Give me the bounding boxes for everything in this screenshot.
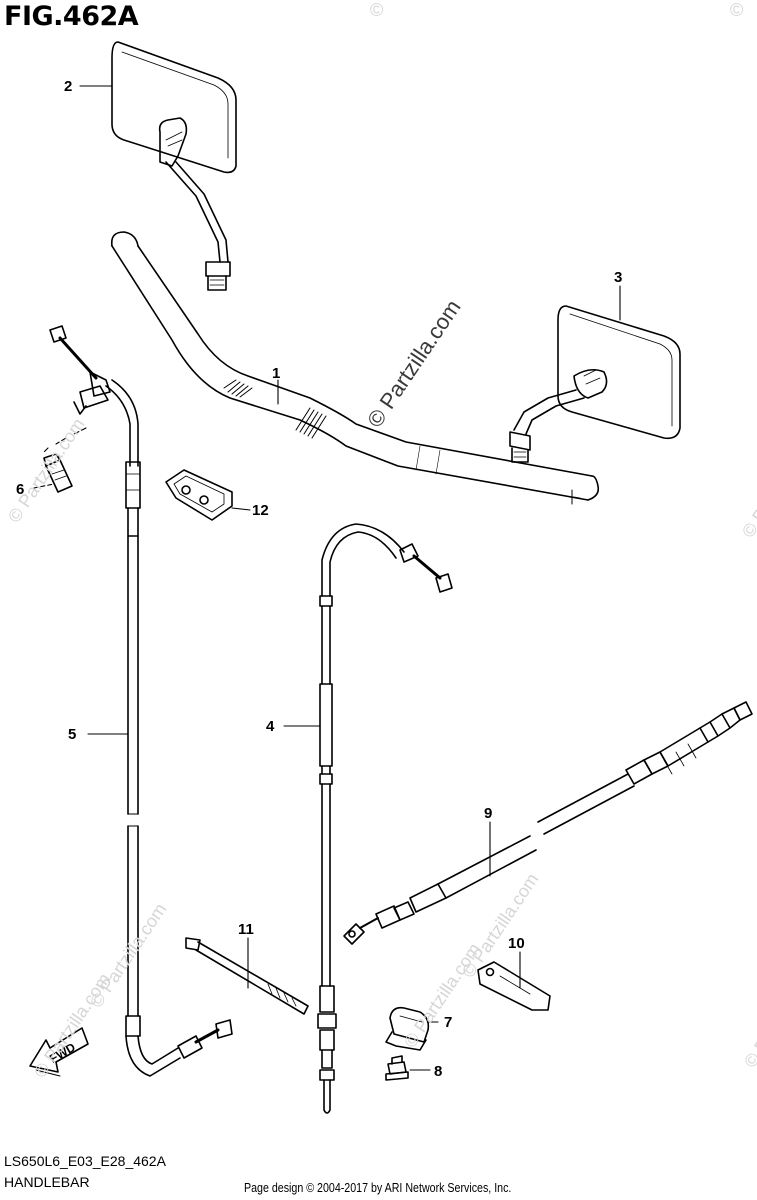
callout-1: 1 xyxy=(272,365,280,382)
callout-10: 10 xyxy=(508,935,525,952)
clutch-cable[interactable] xyxy=(49,325,233,1077)
leader-lines xyxy=(33,85,621,1071)
cable-tie[interactable] xyxy=(185,937,309,1015)
callout-2: 2 xyxy=(64,78,72,95)
callout-5: 5 xyxy=(68,726,76,743)
model-code: LS650L6_E03_E28_462A xyxy=(4,1153,166,1169)
section-name: HANDLEBAR xyxy=(4,1174,90,1190)
callout-6: 6 xyxy=(16,481,24,498)
fwd-arrow xyxy=(29,1027,89,1077)
watermark-corner-top-right: © xyxy=(730,0,744,20)
mirror-right[interactable] xyxy=(509,305,681,463)
throttle-cable[interactable] xyxy=(317,523,453,1114)
mirror-left[interactable] xyxy=(111,41,237,291)
bracket[interactable] xyxy=(477,961,551,1011)
clip[interactable] xyxy=(165,469,233,521)
handlebar[interactable] xyxy=(110,231,600,505)
watermark-corner-top: © xyxy=(370,0,384,20)
callout-4: 4 xyxy=(266,718,275,735)
speedometer-cable[interactable] xyxy=(343,701,753,945)
callout-7: 7 xyxy=(444,1014,452,1031)
figure-title: FIG.462A xyxy=(4,1,139,32)
adjuster[interactable] xyxy=(43,453,73,493)
clamp[interactable] xyxy=(385,1006,430,1051)
callout-11: 11 xyxy=(238,921,254,938)
footer-copyright: Page design © 2004-2017 by ARI Network S… xyxy=(244,1180,512,1195)
callout-12: 12 xyxy=(252,502,269,519)
callout-9: 9 xyxy=(484,805,492,822)
callout-8: 8 xyxy=(434,1063,442,1080)
bolt[interactable] xyxy=(385,1055,409,1081)
callout-3: 3 xyxy=(614,269,622,286)
